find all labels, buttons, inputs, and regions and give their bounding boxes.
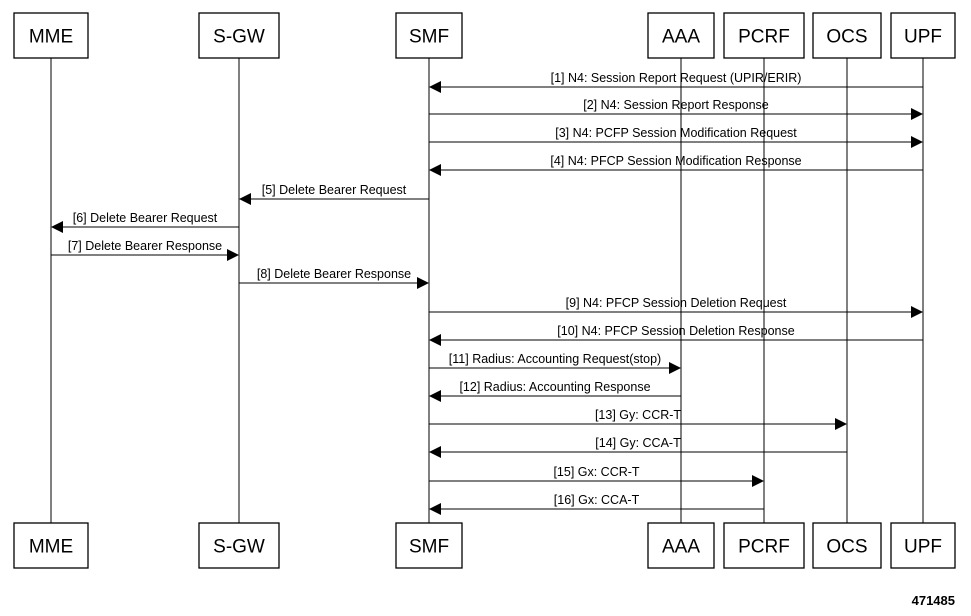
message-label: [1] N4: Session Report Request (UPIR/ERI… xyxy=(551,71,802,85)
message-9: [9] N4: PFCP Session Deletion Request xyxy=(429,296,923,318)
participant-pcrf-bottom: PCRF xyxy=(723,522,805,569)
participant-box xyxy=(890,522,956,569)
participant-box xyxy=(723,522,805,569)
message-label: [14] Gy: CCA-T xyxy=(595,436,681,450)
participant-label: OCS xyxy=(826,537,867,558)
participant-box xyxy=(198,522,280,569)
participant-mme-bottom: MME xyxy=(13,522,89,569)
message-label: [3] N4: PCFP Session Modification Reques… xyxy=(555,126,797,140)
message-label: [10] N4: PFCP Session Deletion Response xyxy=(557,324,794,338)
arrowhead xyxy=(429,164,441,176)
participant-label: SMF xyxy=(409,537,449,558)
message-2: [2] N4: Session Report Response xyxy=(429,98,923,120)
message-4: [4] N4: PFCP Session Modification Respon… xyxy=(429,154,923,176)
participant-label: S-GW xyxy=(213,27,265,48)
participant-aaa-bottom: AAA xyxy=(647,522,715,569)
message-label: [13] Gy: CCR-T xyxy=(595,408,681,422)
participant-upf-bottom: UPF xyxy=(890,522,956,569)
message-label: [15] Gx: CCR-T xyxy=(553,465,639,479)
arrowhead xyxy=(669,362,681,374)
participant-label: OCS xyxy=(826,27,867,48)
participant-box xyxy=(395,522,463,569)
participant-label: MME xyxy=(29,537,73,558)
message-13: [13] Gy: CCR-T xyxy=(429,408,847,430)
participant-label: UPF xyxy=(904,27,942,48)
arrowhead xyxy=(227,249,239,261)
arrowhead xyxy=(51,221,63,233)
figure-id: 471485 xyxy=(911,593,955,608)
message-12: [12] Radius: Accounting Response xyxy=(429,380,681,402)
participant-ocs-top: OCS xyxy=(812,12,882,59)
message-10: [10] N4: PFCP Session Deletion Response xyxy=(429,324,923,346)
participant-label: UPF xyxy=(904,537,942,558)
participant-label: AAA xyxy=(662,27,700,48)
message-label: [6] Delete Bearer Request xyxy=(73,211,218,225)
message-label: [5] Delete Bearer Request xyxy=(262,183,407,197)
participant-box xyxy=(198,12,280,59)
arrowhead xyxy=(417,277,429,289)
arrowhead xyxy=(835,418,847,430)
message-6: [6] Delete Bearer Request xyxy=(51,211,239,233)
participant-box xyxy=(647,522,715,569)
participant-box xyxy=(890,12,956,59)
participant-label: SMF xyxy=(409,27,449,48)
arrowhead xyxy=(429,390,441,402)
message-label: [8] Delete Bearer Response xyxy=(257,267,411,281)
arrowhead xyxy=(911,306,923,318)
arrowhead xyxy=(752,475,764,487)
message-label: [2] N4: Session Report Response xyxy=(583,98,769,112)
message-label: [7] Delete Bearer Response xyxy=(68,239,222,253)
participant-smf-bottom: SMF xyxy=(395,522,463,569)
message-label: [9] N4: PFCP Session Deletion Request xyxy=(566,296,787,310)
arrowhead xyxy=(429,334,441,346)
message-1: [1] N4: Session Report Request (UPIR/ERI… xyxy=(429,71,923,93)
participant-pcrf-top: PCRF xyxy=(723,12,805,59)
message-5: [5] Delete Bearer Request xyxy=(239,183,429,205)
participant-box xyxy=(13,12,89,59)
arrowhead xyxy=(429,446,441,458)
participant-box xyxy=(812,12,882,59)
participant-label: PCRF xyxy=(738,537,790,558)
arrowhead xyxy=(239,193,251,205)
message-label: [16] Gx: CCA-T xyxy=(554,493,640,507)
participant-ocs-bottom: OCS xyxy=(812,522,882,569)
message-8: [8] Delete Bearer Response xyxy=(239,267,429,289)
participant-box xyxy=(647,12,715,59)
participant-box xyxy=(723,12,805,59)
participant-upf-top: UPF xyxy=(890,12,956,59)
participant-box xyxy=(13,522,89,569)
participant-sgw-bottom: S-GW xyxy=(198,522,280,569)
participant-smf-top: SMF xyxy=(395,12,463,59)
participant-box xyxy=(395,12,463,59)
participant-sgw-top: S-GW xyxy=(198,12,280,59)
message-label: [11] Radius: Accounting Request(stop) xyxy=(449,352,661,366)
participant-label: MME xyxy=(29,27,73,48)
message-3: [3] N4: PCFP Session Modification Reques… xyxy=(429,126,923,148)
arrowhead xyxy=(429,81,441,93)
message-16: [16] Gx: CCA-T xyxy=(429,493,764,515)
arrowhead xyxy=(911,108,923,120)
message-11: [11] Radius: Accounting Request(stop) xyxy=(429,352,681,374)
arrowhead xyxy=(429,503,441,515)
message-label: [12] Radius: Accounting Response xyxy=(459,380,650,394)
participant-aaa-top: AAA xyxy=(647,12,715,59)
message-label: [4] N4: PFCP Session Modification Respon… xyxy=(550,154,801,168)
participant-mme-top: MME xyxy=(13,12,89,59)
arrowhead xyxy=(911,136,923,148)
participant-box xyxy=(812,522,882,569)
message-7: [7] Delete Bearer Response xyxy=(51,239,239,261)
participant-label: S-GW xyxy=(213,537,265,558)
participant-label: PCRF xyxy=(738,27,790,48)
message-15: [15] Gx: CCR-T xyxy=(429,465,764,487)
message-14: [14] Gy: CCA-T xyxy=(429,436,847,458)
participant-label: AAA xyxy=(662,537,700,558)
